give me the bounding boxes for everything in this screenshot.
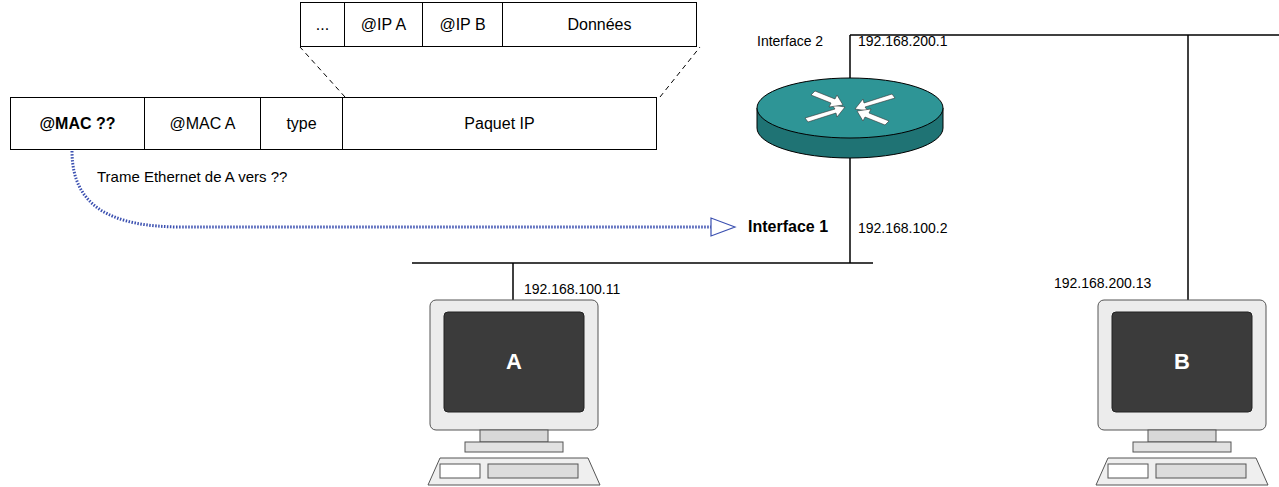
ip-field: @IP B — [422, 2, 503, 47]
ip-field: Données — [502, 2, 697, 47]
router-icon — [735, 25, 990, 240]
mac-field: @MAC A — [144, 97, 261, 150]
field-label: @IP A — [361, 16, 406, 34]
computer: B 192.168.200.13 — [1040, 272, 1278, 487]
computer: A192.168.100.11 — [420, 278, 610, 487]
field-label: @MAC A — [169, 115, 235, 133]
ip-address: 192.168.200.1 — [858, 33, 948, 49]
interface-name: Interface 1 — [748, 218, 828, 236]
mac-field: @MAC ?? — [10, 97, 145, 150]
field-label: Paquet IP — [464, 115, 534, 133]
host-name: B — [1174, 349, 1190, 375]
frame-path-arrow — [72, 151, 735, 236]
payload-field: Paquet IP — [342, 97, 657, 150]
field-label: @IP B — [439, 16, 485, 34]
interface-name: Interface 2 — [757, 33, 823, 49]
computer-icon — [420, 278, 610, 487]
ip-field: ... — [300, 2, 345, 47]
ip-address: 192.168.100.2 — [858, 220, 948, 236]
field-label: @MAC ?? — [39, 115, 115, 133]
computer-icon — [1040, 272, 1278, 487]
field-label: ... — [316, 16, 329, 34]
field-label: Données — [567, 16, 631, 34]
ip-address: 192.168.100.11 — [524, 281, 620, 297]
ip-address: 192.168.200.13 — [1054, 275, 1151, 291]
field-label: type — [286, 115, 316, 133]
ip-field: @IP A — [344, 2, 423, 47]
frame-caption: Trame Ethernet de A vers ?? — [95, 168, 289, 185]
type-field: type — [260, 97, 343, 150]
host-name: A — [506, 349, 522, 375]
router: Interface 2 192.168.200.1Interface 1 192.1… — [735, 25, 990, 240]
